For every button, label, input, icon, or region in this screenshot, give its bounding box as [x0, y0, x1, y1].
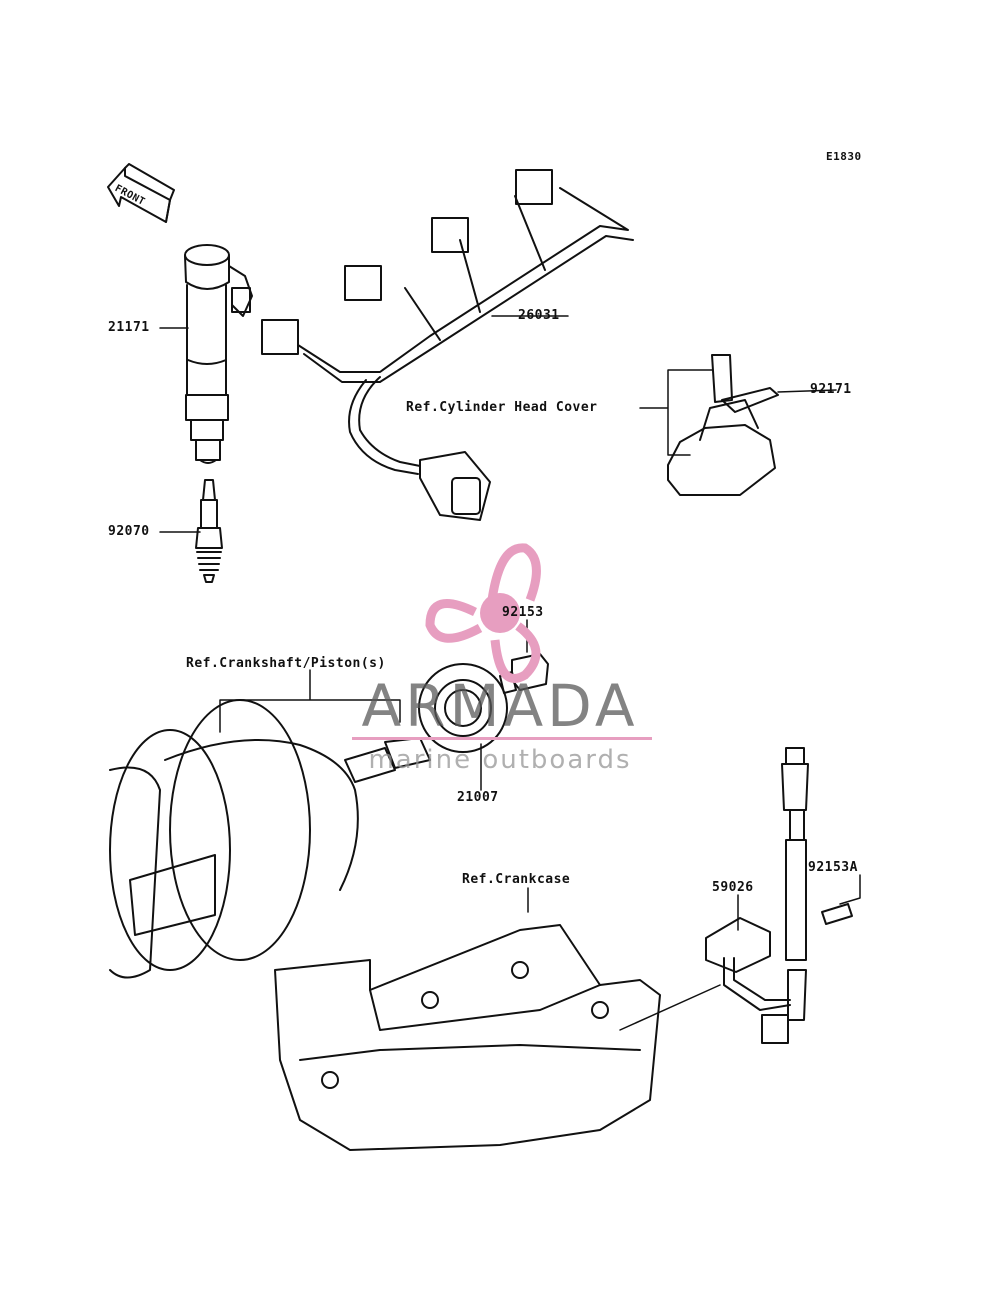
watermark-logo-icon — [425, 543, 541, 683]
ref-crankshaft: Ref.Crankshaft/Piston(s) — [186, 656, 386, 671]
part-number-92153[interactable]: 92153 — [502, 605, 544, 620]
crankcase-icon — [274, 924, 661, 1151]
part-number-59026[interactable]: 59026 — [712, 880, 754, 895]
ref-cylinder-head-cover: Ref.Cylinder Head Cover — [406, 400, 598, 415]
leader-lines — [159, 315, 861, 1031]
watermark-brand: ARMADA — [361, 672, 639, 740]
part-number-21007[interactable]: 21007 — [457, 790, 499, 805]
part-number-92070[interactable]: 92070 — [108, 524, 150, 539]
crankshaft-icon — [109, 699, 431, 979]
timing-rotor-icon — [418, 663, 508, 753]
wiring-harness-icon — [261, 169, 634, 521]
crank-sensor-icon — [705, 747, 853, 1044]
ref-crankcase: Ref.Crankcase — [462, 872, 571, 887]
part-number-92171[interactable]: 92171 — [810, 382, 852, 397]
part-number-92153a[interactable]: 92153A — [808, 860, 858, 875]
ignition-coil-icon — [184, 244, 253, 464]
front-arrow-icon — [107, 163, 175, 223]
spark-plug-icon — [195, 479, 223, 583]
diagram-code: E1830 — [826, 150, 862, 163]
part-number-21171[interactable]: 21171 — [108, 320, 150, 335]
cylinder-head-cover-icon — [667, 354, 779, 496]
watermark-tagline: marine outboards — [368, 745, 632, 775]
watermark-divider — [352, 737, 652, 740]
part-number-26031[interactable]: 26031 — [518, 308, 560, 323]
